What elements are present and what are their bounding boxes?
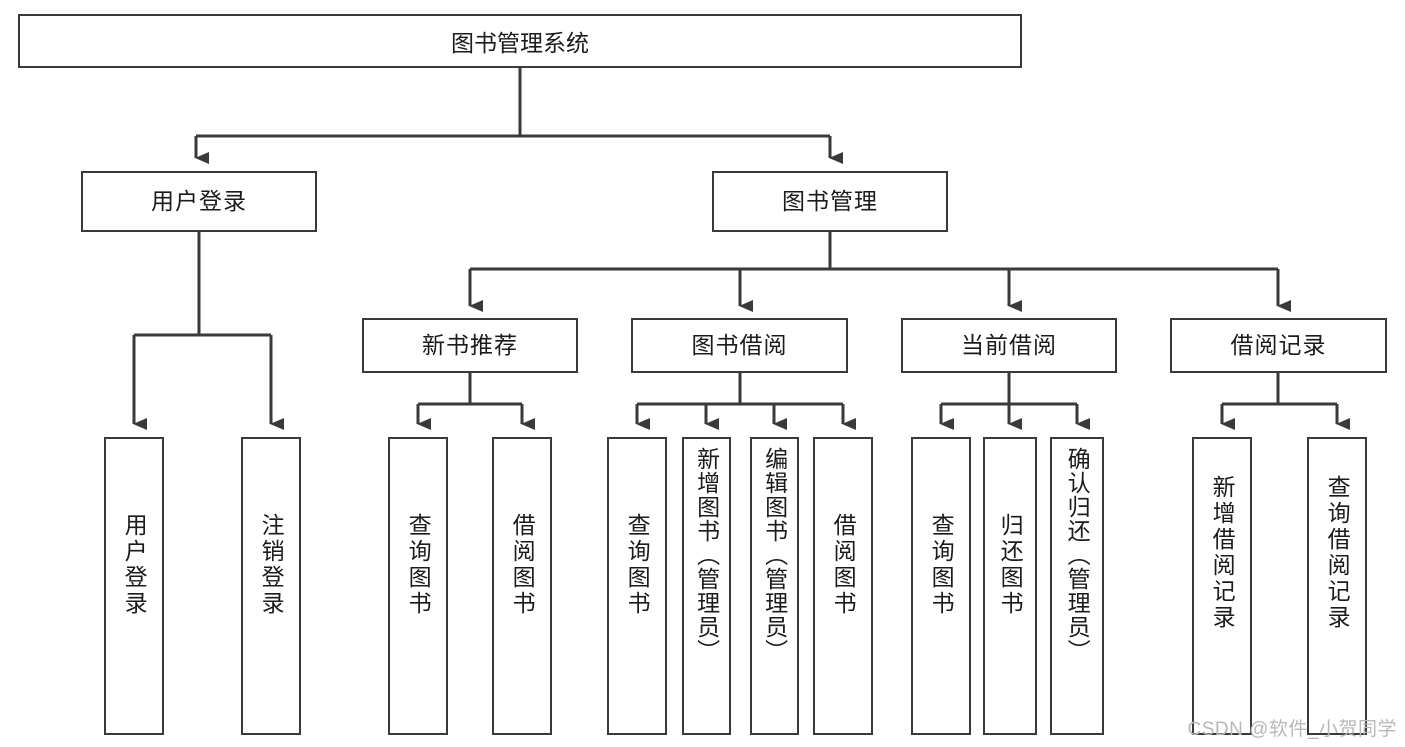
node-label: 图书借阅 bbox=[691, 331, 788, 358]
leaf-query-borrow-record[interactable]: 查询借阅记录 bbox=[1307, 437, 1367, 735]
leaf-logout[interactable]: 注销登录 bbox=[241, 437, 301, 735]
node-new-book-recommend[interactable]: 新书推荐 bbox=[362, 318, 578, 373]
leaf-query-book-recommend[interactable]: 查询图书 bbox=[388, 437, 448, 735]
leaf-user-login[interactable]: 用户登录 bbox=[104, 437, 164, 735]
leaf-borrow-book-borrow[interactable]: 借阅图书 bbox=[813, 437, 873, 735]
leaf-return-book[interactable]: 归还图书 bbox=[983, 437, 1037, 735]
node-current-borrow[interactable]: 当前借阅 bbox=[901, 318, 1117, 373]
leaf-add-borrow-record[interactable]: 新增借阅记录 bbox=[1192, 437, 1252, 735]
node-user-login[interactable]: 用户登录 bbox=[81, 171, 317, 232]
leaf-label: 确认归还（管理员） bbox=[1064, 447, 1091, 663]
node-book-management[interactable]: 图书管理 bbox=[712, 171, 948, 232]
leaf-label: 查询图书 bbox=[928, 513, 955, 617]
node-book-borrow[interactable]: 图书借阅 bbox=[631, 318, 848, 373]
leaf-label: 编辑图书（管理员） bbox=[761, 447, 788, 663]
leaf-label: 新增图书（管理员） bbox=[693, 447, 720, 663]
node-label: 图书管理系统 bbox=[451, 30, 589, 56]
leaf-edit-book-admin[interactable]: 编辑图书（管理员） bbox=[750, 437, 799, 735]
leaf-label: 查询图书 bbox=[624, 513, 651, 617]
leaf-borrow-book-recommend[interactable]: 借阅图书 bbox=[492, 437, 552, 735]
leaf-confirm-return-admin[interactable]: 确认归还（管理员） bbox=[1050, 437, 1104, 735]
leaf-label: 用户登录 bbox=[121, 513, 148, 617]
node-label: 图书管理 bbox=[782, 187, 878, 214]
leaf-label: 归还图书 bbox=[997, 513, 1024, 617]
node-label: 新书推荐 bbox=[422, 331, 518, 358]
leaf-query-book-borrow[interactable]: 查询图书 bbox=[607, 437, 667, 735]
leaf-query-book-current[interactable]: 查询图书 bbox=[911, 437, 971, 735]
node-label: 借阅记录 bbox=[1230, 331, 1327, 358]
node-label: 当前借阅 bbox=[961, 331, 1057, 358]
node-borrow-record[interactable]: 借阅记录 bbox=[1170, 318, 1387, 373]
leaf-label: 新增借阅记录 bbox=[1209, 475, 1236, 631]
node-root-system[interactable]: 图书管理系统 bbox=[18, 14, 1022, 68]
leaf-label: 注销登录 bbox=[258, 513, 285, 617]
leaf-label: 借阅图书 bbox=[509, 513, 536, 617]
leaf-add-book-admin[interactable]: 新增图书（管理员） bbox=[682, 437, 731, 735]
leaf-label: 查询借阅记录 bbox=[1324, 475, 1351, 631]
leaf-label: 查询图书 bbox=[405, 513, 432, 617]
node-label: 用户登录 bbox=[151, 187, 247, 214]
watermark-text: CSDN @软件_小贺同学 bbox=[1187, 719, 1397, 740]
leaf-label: 借阅图书 bbox=[830, 513, 857, 617]
